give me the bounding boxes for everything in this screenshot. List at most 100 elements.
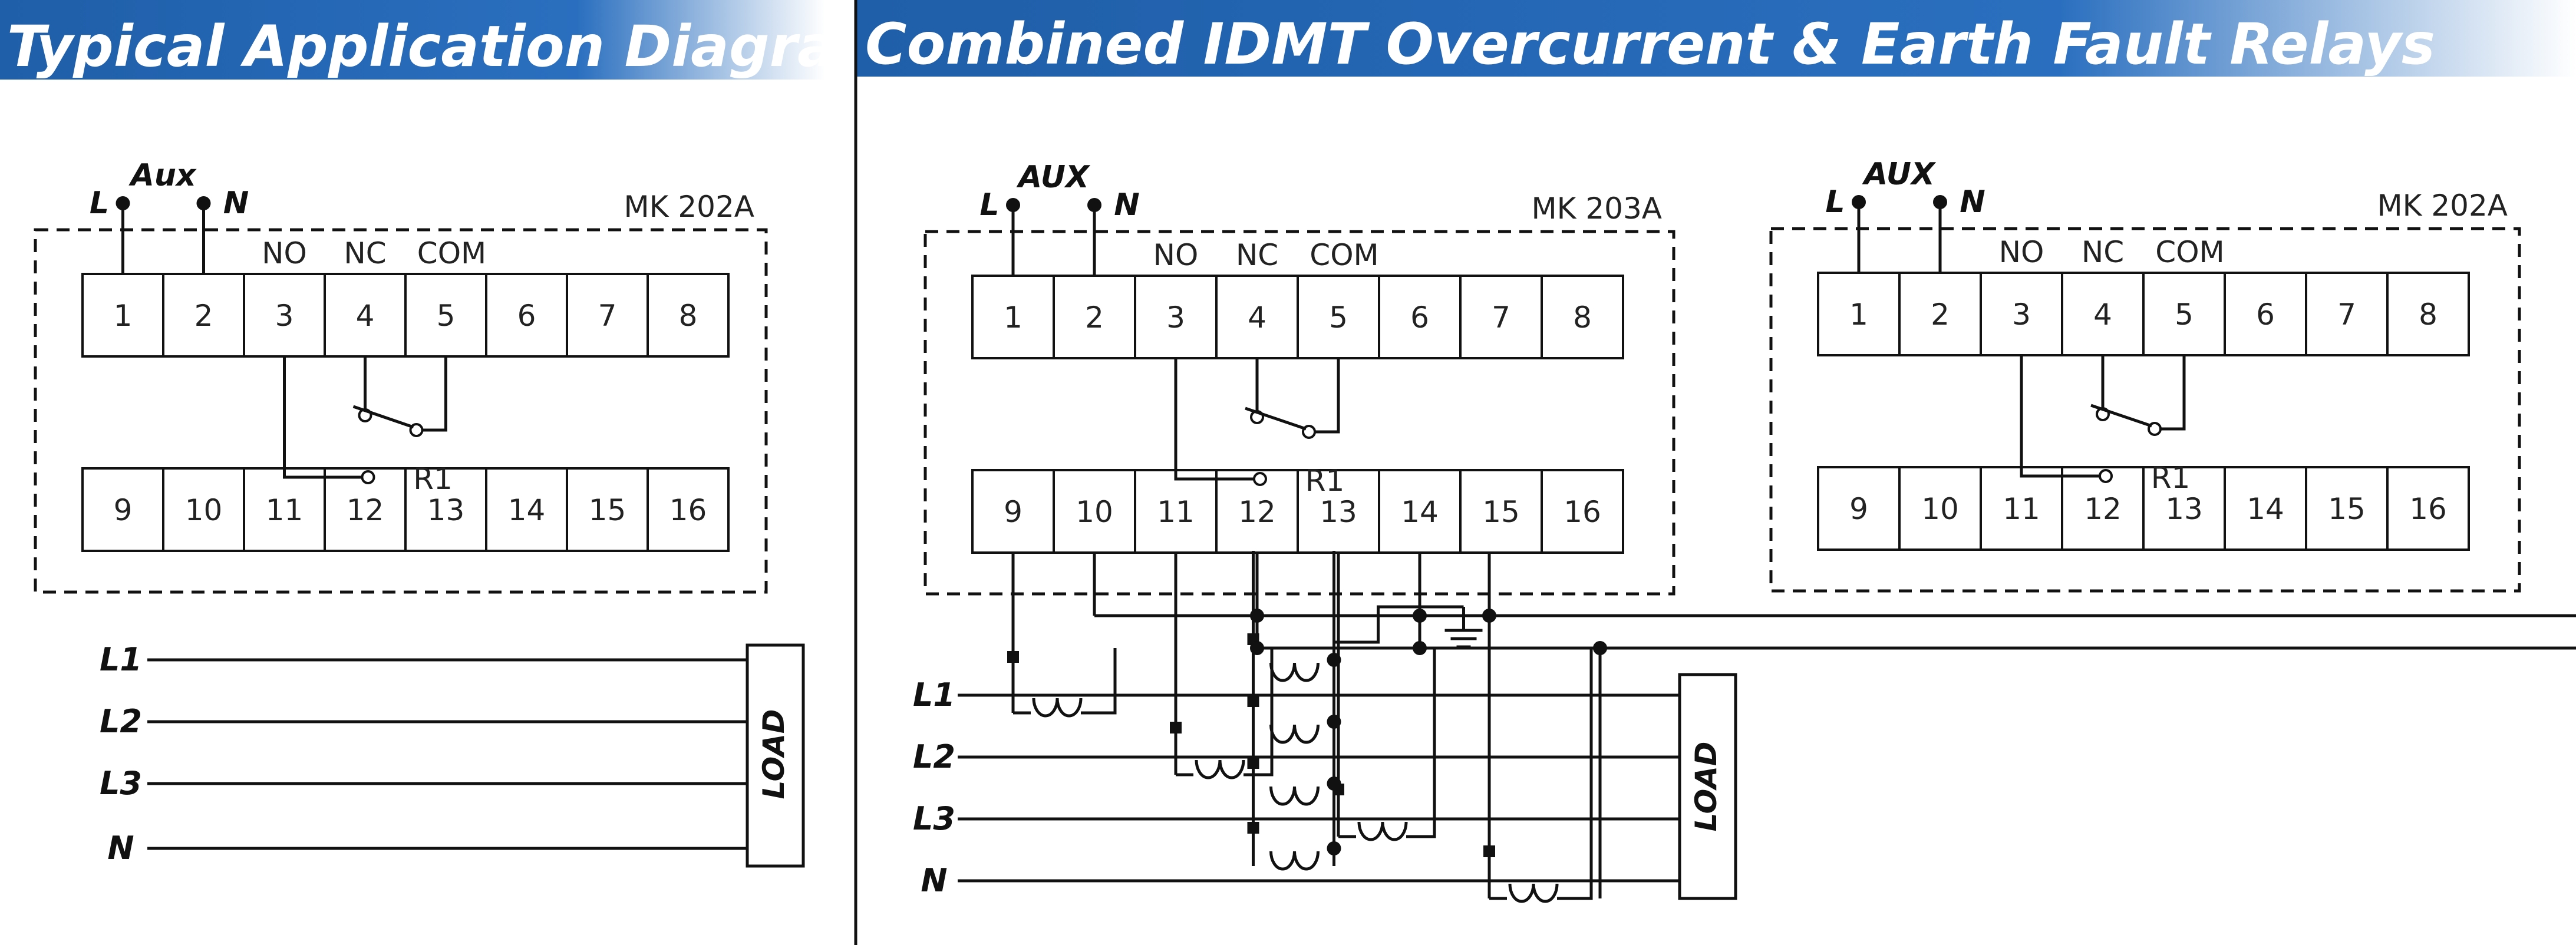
terminal-number: 16	[669, 493, 707, 527]
current-transformer-icon	[1357, 821, 1408, 841]
terminal-16	[647, 467, 730, 552]
relay-contact-icon	[1174, 358, 1340, 486]
line-label-L2: L2	[100, 703, 142, 740]
current-transformer-icon	[1032, 698, 1083, 718]
current-transformer-icon	[1269, 786, 1320, 806]
aux-terminal-n	[1933, 195, 1947, 209]
terminal-number: 15	[1482, 495, 1520, 529]
terminal-14	[485, 467, 568, 552]
no-wire	[283, 356, 362, 479]
terminal-7	[1459, 275, 1543, 359]
terminal-number: 9	[1004, 495, 1023, 529]
terminal-number: 14	[508, 493, 546, 527]
terminal-number: 8	[2419, 298, 2438, 332]
terminal-number: 4	[356, 299, 375, 333]
terminal-number: 10	[185, 493, 223, 527]
aux-terminal-l	[116, 196, 130, 210]
terminal-2	[162, 273, 245, 358]
contact-nc-label: NC	[2082, 235, 2124, 269]
terminal-number: 9	[114, 493, 133, 527]
terminal-number: 8	[1573, 300, 1592, 335]
terminal-14	[2224, 466, 2307, 551]
line-label-N: N	[921, 862, 947, 899]
terminal-number: 12	[1238, 495, 1276, 529]
terminal-13	[1297, 469, 1380, 554]
contact-com-label: COM	[417, 236, 486, 270]
no-wire	[2020, 355, 2100, 478]
right-banner-title: Combined IDMT Overcurrent & Earth Fault …	[865, 11, 2435, 77]
line-label-L3: L3	[100, 765, 142, 802]
terminal-number: 13	[2165, 492, 2203, 526]
aux-n-label: N	[1960, 184, 1985, 220]
contact-com-label: COM	[1310, 238, 1378, 272]
contact-nc-label: NC	[1236, 238, 1278, 272]
terminal-7	[566, 273, 649, 358]
terminal-number: 14	[2247, 492, 2284, 526]
polarity-mark	[1332, 784, 1344, 795]
terminal-4	[1215, 275, 1299, 359]
polarity-mark	[1247, 822, 1259, 834]
junction-dot	[1250, 609, 1264, 623]
terminal-number: 7	[1492, 300, 1510, 335]
terminal-number: 11	[266, 493, 304, 527]
aux-terminal-l	[1006, 198, 1020, 212]
contact-nc-label: NC	[344, 236, 386, 270]
terminal-number: 15	[2328, 492, 2366, 526]
terminal-1	[1817, 272, 1901, 356]
terminal-9	[1817, 466, 1901, 551]
relay-enclosure	[923, 230, 1675, 596]
ct-return	[1557, 648, 1593, 900]
terminal-number: 13	[1320, 495, 1357, 529]
terminal-15	[566, 467, 649, 552]
terminal-number: 10	[1921, 492, 1959, 526]
current-transformer-icon	[1269, 724, 1320, 744]
aux-n-label: N	[1114, 187, 1140, 223]
aux-label: AUX	[1016, 160, 1091, 195]
terminal-number: 3	[275, 299, 294, 333]
terminal-number: 12	[2084, 492, 2122, 526]
junction-dot	[1327, 841, 1341, 855]
terminal-16	[1541, 469, 1624, 554]
junction-dot	[1413, 609, 1427, 623]
terminal-15	[1459, 469, 1543, 554]
terminal-number: 6	[2256, 298, 2275, 332]
line-label-L1: L1	[100, 641, 142, 678]
terminal-7	[2305, 272, 2389, 356]
terminal-number: 13	[427, 493, 465, 527]
terminal-number: 16	[2409, 492, 2447, 526]
ct-return	[1081, 648, 1117, 715]
terminal-number: 5	[2175, 298, 2194, 332]
terminal-10	[1898, 466, 1982, 551]
load-box	[746, 643, 805, 868]
junction-dot	[1413, 641, 1427, 655]
aux-label: AUX	[1862, 157, 1937, 192]
relay-label: R1	[1305, 464, 1345, 498]
terminal-4	[2061, 272, 2145, 356]
terminal-16	[2386, 466, 2470, 551]
junction-dot	[1593, 641, 1607, 655]
line-label-N: N	[107, 830, 134, 867]
terminal-number: 2	[1931, 298, 1950, 332]
terminal-8	[1541, 275, 1624, 359]
terminal-number: 4	[2093, 298, 2112, 332]
terminal-number: 8	[679, 299, 698, 333]
aux-l-label: L	[979, 187, 999, 223]
no-wire	[1174, 358, 1254, 481]
terminal-number: 6	[1410, 300, 1429, 335]
aux-terminal-n	[196, 196, 211, 210]
terminal-11	[243, 467, 326, 552]
aux-label: Aux	[128, 158, 197, 193]
line-label-L3: L3	[913, 800, 955, 837]
terminal-number: 3	[1166, 300, 1185, 335]
terminal-6	[1378, 275, 1462, 359]
load-label: LOAD	[757, 709, 791, 799]
junction-dot	[1250, 641, 1264, 655]
terminal-13	[2142, 466, 2226, 551]
relay-label: R1	[413, 462, 453, 496]
polarity-mark	[1170, 722, 1182, 733]
com-wire	[422, 356, 447, 432]
relay-enclosure	[34, 228, 768, 594]
